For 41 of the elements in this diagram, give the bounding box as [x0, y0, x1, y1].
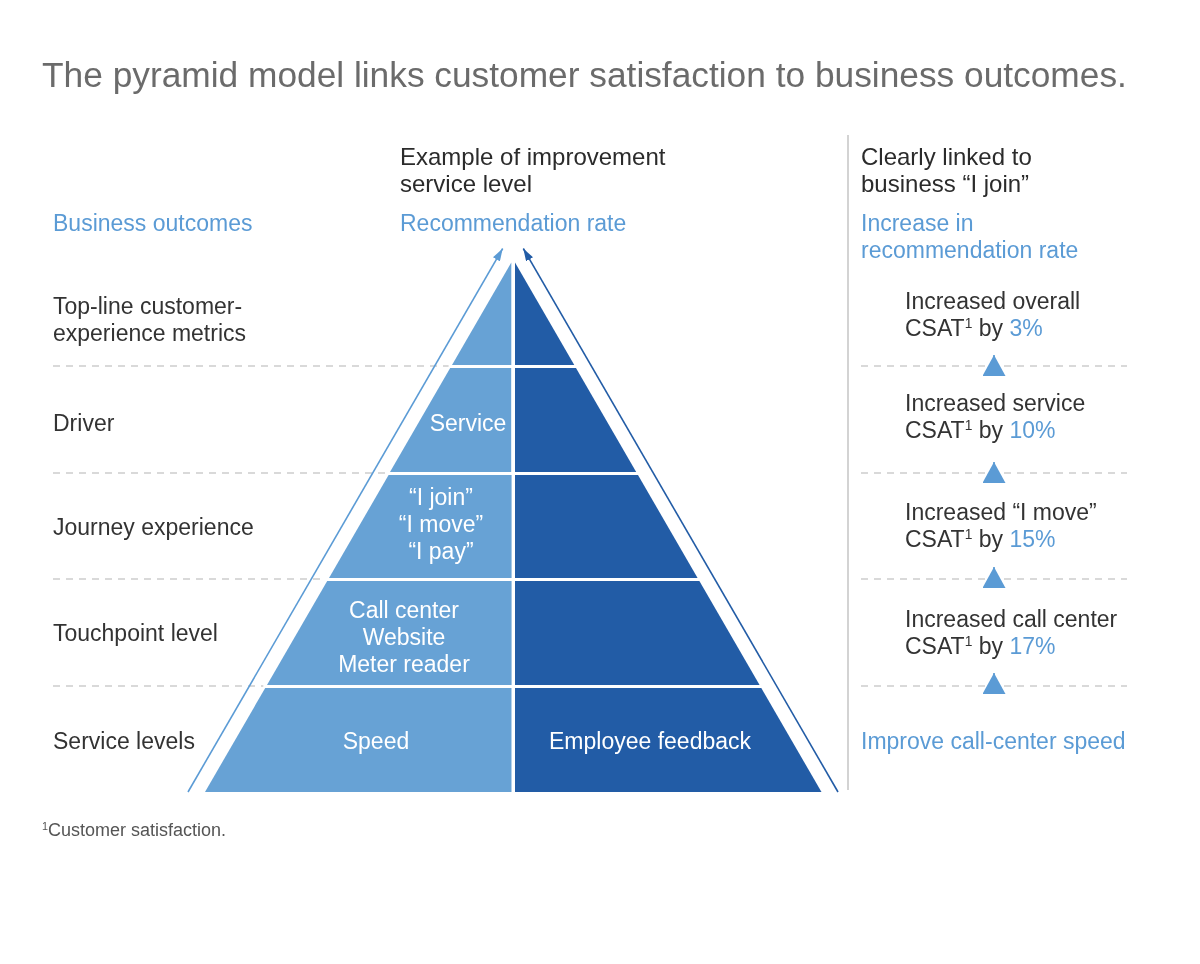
metric-text: Increased “I move” CSAT$^{1}$ by 15%	[905, 483, 1127, 567]
action-text: Improve call-center speed	[861, 694, 1126, 755]
row-heading: Business outcomes	[53, 209, 253, 237]
row-label: Top-line customer-experience metrics	[53, 292, 248, 347]
segment-label: Employee feedback	[549, 727, 751, 755]
pyramid-segment	[328, 475, 512, 578]
segment-label: Meter reader	[338, 650, 470, 678]
metric-text: Increased overall CSAT$^{1}$ by 3%	[905, 288, 1127, 355]
segment-label: “I pay”	[408, 537, 474, 565]
arrow	[187, 247, 504, 793]
segment-label: Speed	[342, 727, 410, 755]
pyramid-segment	[514, 475, 698, 578]
metric-text: Increased service CSAT$^{1}$ by 10%	[905, 376, 1127, 462]
pyramid-segment	[204, 688, 512, 792]
segment-label: Service	[429, 409, 507, 437]
pyramid-segment	[390, 368, 512, 472]
pyramid-segment	[514, 368, 636, 472]
chart-title: The pyramid model links customer satisfaction to business outcomes.	[42, 54, 1127, 96]
row-label: Service levels	[53, 727, 195, 755]
pyramid-segment	[514, 688, 821, 792]
footnote: $^{1}$Customer satisfaction.	[42, 819, 227, 841]
segment-label: “I move”	[398, 510, 484, 538]
triangle-arrow	[982, 461, 1006, 484]
pyramid-segment	[514, 581, 760, 685]
column-heading: Recommendation rate	[400, 209, 627, 249]
triangle-arrow	[982, 566, 1006, 589]
arrow	[522, 247, 839, 793]
column-heading: Clearly linked to business “I join”	[861, 143, 1033, 197]
triangle-arrow	[982, 354, 1006, 377]
column-heading: Example of improvement service level	[400, 143, 667, 197]
metric-text: Increased call center CSAT$^{1}$ by 17%	[905, 588, 1127, 673]
row-label: Touchpoint level	[53, 619, 218, 647]
column-heading: Increase in recommendation rate	[861, 209, 1080, 264]
segment-label: Website	[362, 623, 446, 651]
pyramid-segment	[266, 581, 512, 685]
pyramid-segment	[514, 260, 574, 365]
row-label: Journey experience	[53, 513, 254, 541]
segment-label: Call center	[349, 596, 459, 624]
triangle-arrow	[982, 672, 1006, 695]
row-label: Driver	[53, 409, 115, 437]
segment-label: “I join”	[409, 483, 473, 511]
